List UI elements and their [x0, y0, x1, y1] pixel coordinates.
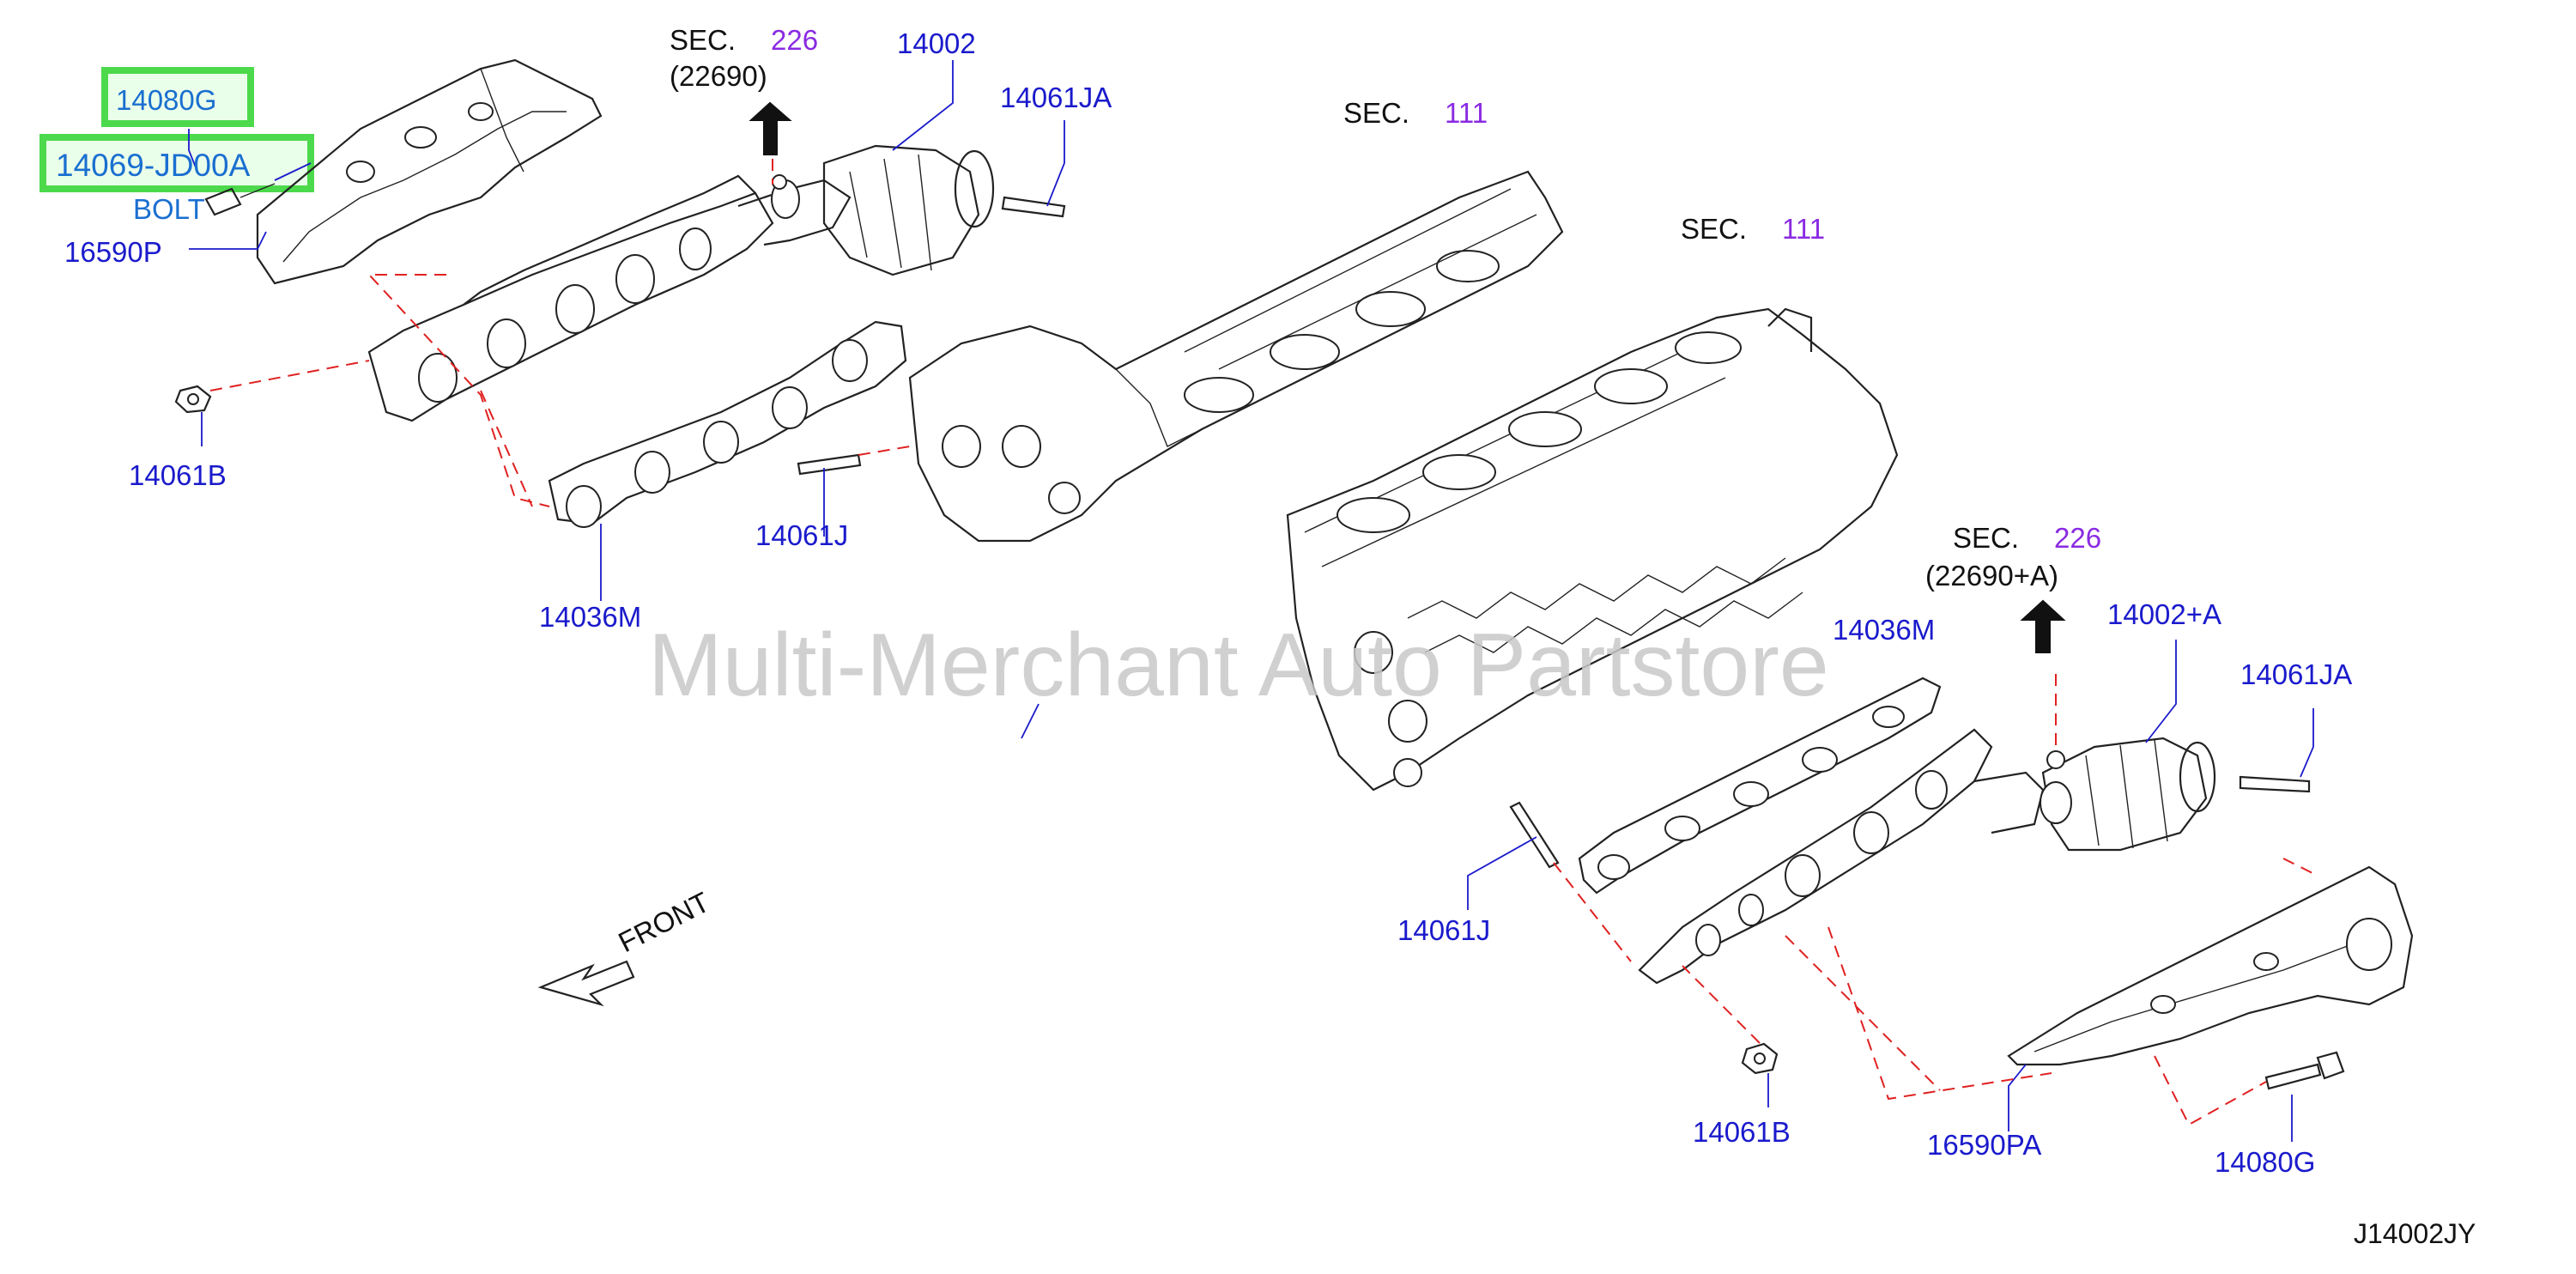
heat-shield-left	[256, 58, 603, 285]
arrow-up-icon	[749, 101, 792, 155]
section-prefix-226-top: SEC.	[670, 24, 736, 56]
section-number-226-top[interactable]: 226	[771, 24, 818, 56]
section-prefix-226-right: SEC.	[1953, 522, 2019, 554]
cylinder-head-upper	[908, 170, 1564, 543]
section-ref-22690-a: (22690+A)	[1925, 560, 2058, 592]
part-label-16590pa[interactable]: 16590PA	[1927, 1129, 2041, 1161]
highlight-box-14080g	[101, 67, 254, 127]
bolt-14080g-bottom	[2264, 1051, 2345, 1090]
part-label-14061b-right[interactable]: 14061B	[1693, 1116, 1791, 1148]
front-label: FRONT	[613, 886, 714, 959]
stud-14061ja-right	[2239, 775, 2311, 793]
part-label-14002a[interactable]: 14002+A	[2107, 598, 2221, 630]
section-number-111-a[interactable]: 111	[1445, 97, 1488, 129]
nut-14061b-right	[1741, 1042, 1779, 1075]
section-ref-22690: (22690)	[670, 60, 767, 92]
part-label-14080g-top[interactable]: 14080G	[116, 84, 216, 116]
part-label-14061j-right[interactable]: 14061J	[1397, 914, 1490, 946]
part-label-14002[interactable]: 14002	[897, 27, 976, 59]
section-number-226-right[interactable]: 226	[2054, 522, 2101, 554]
front-arrow-icon	[537, 960, 635, 1007]
exhaust-manifold-left	[367, 174, 852, 422]
part-label-14061ja-right[interactable]: 14061JA	[2240, 658, 2352, 690]
section-prefix-111-a: SEC.	[1343, 97, 1409, 129]
section-number-111-b[interactable]: 111	[1782, 213, 1825, 245]
highlight-box-14069	[39, 134, 314, 192]
diagram-code: J14002JY	[2354, 1218, 2476, 1249]
stud-14061ja-top	[1001, 196, 1066, 218]
arrow-up-icon	[2020, 599, 2066, 653]
leader-lines	[188, 60, 2314, 1142]
catalytic-converter-right	[2040, 737, 2216, 852]
connection-lines	[209, 159, 2318, 1126]
watermark: Multi-Merchant Auto Partstore	[648, 616, 1829, 715]
part-label-14036m-right[interactable]: 14036M	[1833, 614, 1935, 646]
stud-14061j-left	[797, 453, 862, 476]
gasket-right	[1578, 676, 1942, 895]
part-label-bolt: BOLT	[133, 193, 205, 225]
part-label-14036m-left[interactable]: 14036M	[539, 601, 641, 633]
part-label-14061j-left[interactable]: 14061J	[755, 519, 848, 551]
part-label-16590p[interactable]: 16590P	[64, 236, 162, 268]
part-label-14069-jd00a[interactable]: 14069-JD00A	[56, 148, 251, 183]
bolt-14069	[204, 183, 276, 216]
part-label-14061b-left[interactable]: 14061B	[129, 459, 227, 491]
part-label-14080g-bottom[interactable]: 14080G	[2215, 1146, 2315, 1178]
nut-14061b-left	[174, 385, 212, 414]
catalytic-converter-left	[771, 144, 995, 276]
part-label-14061ja-top[interactable]: 14061JA	[1000, 82, 1112, 113]
section-prefix-111-b: SEC.	[1681, 213, 1747, 245]
cylinder-head-lower	[1286, 307, 1899, 792]
stud-14061j-right	[1509, 801, 1560, 869]
gasket-left	[548, 320, 907, 528]
exhaust-manifold-right	[1638, 728, 2045, 985]
heat-shield-right	[2007, 865, 2414, 1066]
